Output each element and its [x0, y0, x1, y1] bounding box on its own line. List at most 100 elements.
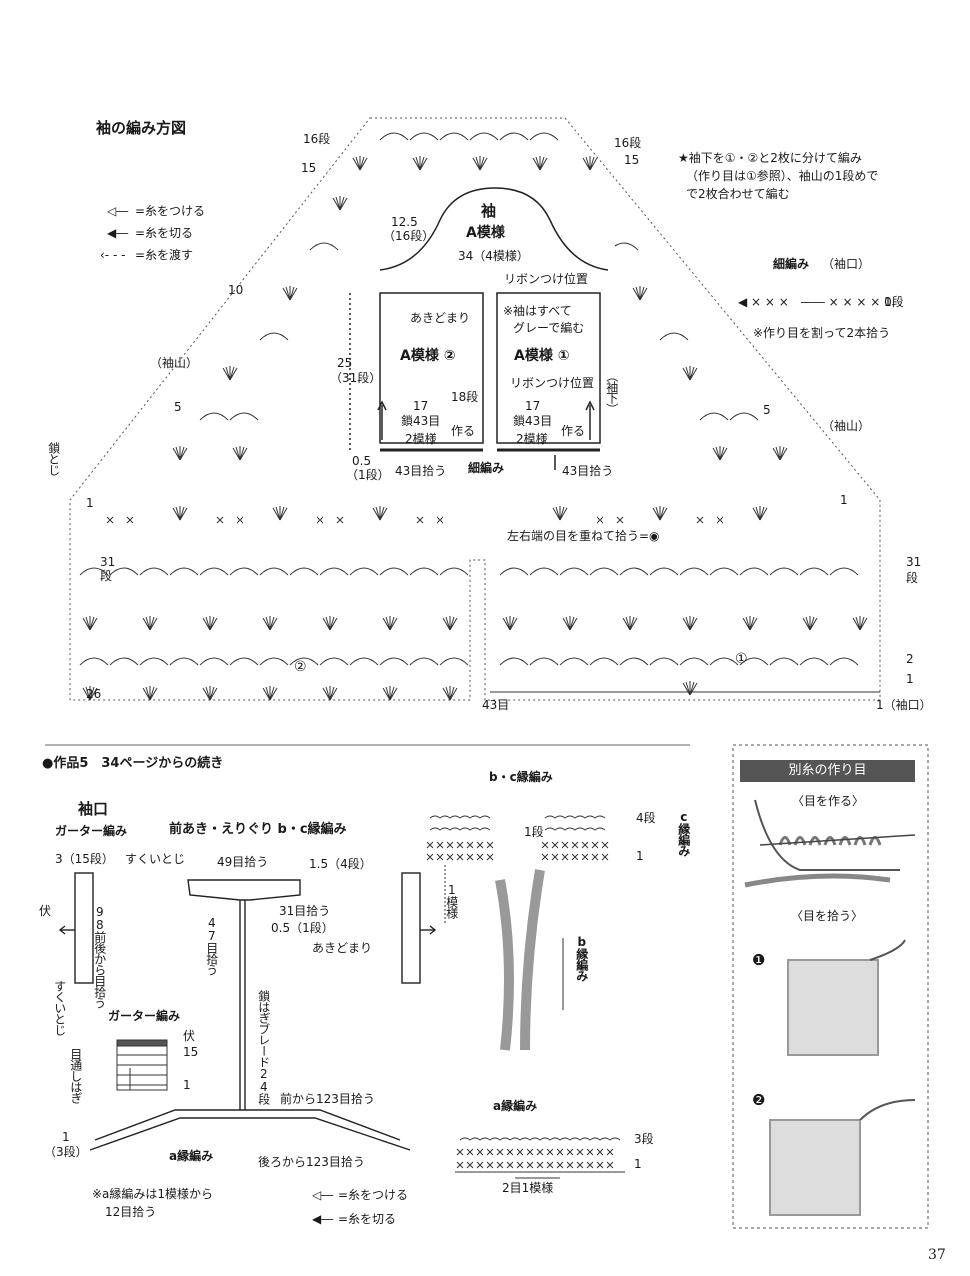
schematic-length: 25 — [337, 356, 353, 370]
neck-pick47: 47目拾う — [204, 916, 219, 975]
garter-chart — [116, 1039, 168, 1091]
edge-sc-note: ※作り目を割って2本拾う — [753, 326, 891, 340]
row-label-right-5: 5 — [763, 403, 771, 417]
cuff-garter: ガーター編み — [55, 824, 128, 838]
garter-bind: 伏 — [183, 1029, 196, 1043]
garter-r15: 15 — [183, 1045, 199, 1059]
legend2-attach-label: =糸をつける — [338, 1188, 409, 1202]
schematic-opening-end: あきどまり — [410, 311, 471, 325]
sleeve-stitch-pattern — [79, 132, 880, 701]
cuff-pick98: 98前後から目拾う — [92, 905, 107, 1008]
note-a1: ※a縁編みは1模様から — [92, 1187, 214, 1201]
legend-carry-icon: ‹- - - — [100, 248, 126, 262]
left-row1-sub: （3段） — [44, 1145, 88, 1159]
neck-braid: 鎖はぎブレード24段 — [256, 990, 271, 1104]
garter-r1: 1 — [183, 1078, 191, 1092]
legend-cut-icon: ◀― — [107, 226, 129, 240]
provisional-make: 〈目を作る〉 — [792, 794, 865, 808]
legend-attach-label: =糸をつける — [135, 204, 206, 218]
note-line-1: ★袖下を①・②と2枚に分けて編み — [678, 151, 862, 165]
provisional-title: 別糸の作り目 — [740, 760, 915, 782]
schematic-length-rows: （31段） — [330, 371, 382, 385]
schematic-cap-rows: （16段） — [383, 229, 435, 243]
provisional-step2: ❷ — [752, 1091, 766, 1109]
chain-join-label: 鎖とじ — [46, 442, 61, 475]
schematic-pick43a: 43目拾う — [395, 464, 447, 478]
row-label-right-1b: 1 — [906, 672, 914, 686]
schematic-make-a: 作る — [451, 424, 476, 438]
schematic-cap-cm: 12.5 — [391, 215, 418, 229]
legend-attach-icon: ◁― — [107, 204, 129, 218]
a-edge-title: a縁編み — [493, 1099, 538, 1113]
schematic-rep2a: 2模様 — [405, 432, 437, 446]
edge-sc-title: 細編み — [773, 257, 810, 271]
bc-edging-chart — [426, 815, 609, 1051]
row-label-left-15: 15 — [301, 161, 317, 175]
legend-cut-label: =糸を切る — [135, 226, 194, 240]
front-opening-title: 前あき・えりぐり b・c縁編み — [169, 822, 347, 837]
bc-b-label: b縁編み — [574, 935, 589, 981]
schematic-hem-rows: （1段） — [346, 468, 390, 482]
cuff-rows3: 3（15段） — [55, 852, 114, 866]
panel-mark-1: ① — [735, 651, 748, 667]
cuff-sukui2: すくいとじ — [52, 980, 67, 1035]
cuff-sukui: すくいとじ — [125, 852, 186, 866]
schematic-ribbon-side: リボンつけ位置 — [510, 376, 595, 390]
schematic-w17a: 17 — [413, 399, 429, 413]
left-row1: 1 — [62, 1130, 70, 1144]
schematic-panel-1: A模様 ① — [514, 348, 570, 364]
schematic-pattern: A模様 — [466, 225, 505, 241]
overlap-note: 左右端の目を重ねて拾う=◉ — [507, 529, 660, 543]
schematic-cap-width: 34（4模様） — [458, 249, 529, 263]
provisional-illustrations — [744, 799, 916, 1216]
schematic-name: 袖 — [481, 202, 497, 220]
cuff-title: 袖口 — [78, 800, 109, 818]
panel-mark-2: ② — [294, 659, 307, 675]
cuff-bind: 伏 — [39, 904, 52, 918]
neck-w15: 1.5（4段） — [309, 857, 372, 871]
schematic-underarm: （袖下） — [604, 370, 619, 414]
bc-row1b: 1段 — [524, 825, 544, 839]
sleeve-cap-left-label: （袖山） — [150, 356, 199, 370]
schematic-w17b: 17 — [525, 399, 541, 413]
note-a2: 12目拾う — [105, 1205, 157, 1219]
legend2-attach-icon: ◁― — [312, 1188, 334, 1202]
sleeve-chart-outline — [69, 117, 881, 701]
row-label-left-1: 1 — [86, 496, 94, 510]
neck-pick31: 31目拾う — [279, 904, 331, 918]
schematic-grey-1: ※袖はすべて — [503, 304, 572, 318]
schematic-grey-2: グレーで編む — [513, 321, 585, 335]
note-line-3: で2枚合わせて編む — [686, 187, 790, 201]
bc-row1: 1 — [636, 849, 644, 863]
legend2-cut-icon: ◀― — [312, 1212, 334, 1226]
sleeve-schematic — [349, 187, 609, 470]
back-pick123: 後ろから123目拾う — [258, 1155, 365, 1169]
a-edge-row3: 3段 — [634, 1132, 654, 1146]
a-edge-rep: 2目1模様 — [502, 1181, 554, 1195]
neck-pick49: 49目拾う — [217, 855, 269, 869]
a-edge-label: a縁編み — [169, 1149, 214, 1163]
row-label-left-10: 10 — [228, 283, 244, 297]
schematic-pick43b: 43目拾う — [562, 464, 614, 478]
provisional-step1: ❶ — [752, 951, 766, 969]
section-heading: ●作品5 34ページからの続き — [42, 756, 224, 771]
schematic-chain43b: 鎖43目 — [513, 414, 553, 428]
schematic-hem: 0.5 — [352, 454, 372, 468]
edge-sc-subtitle: （袖口） — [822, 257, 871, 271]
row-label-left-31: 31 — [100, 555, 116, 569]
schematic-background — [375, 185, 615, 475]
a-edge-row1: 1 — [634, 1157, 642, 1171]
edge-sc-row: 1段 — [884, 295, 904, 309]
edge-sc-stitches: ◀ × × × ―― × × × × 0 — [738, 295, 892, 309]
a-edging-chart — [455, 1137, 625, 1179]
row-label-left-5: 5 — [174, 400, 182, 414]
schematic-make-b: 作る — [561, 424, 586, 438]
row-label-left-16: 16段 — [303, 132, 331, 146]
page-number: 37 — [928, 1247, 946, 1263]
schematic-ribbon-top: リボンつけ位置 — [504, 272, 589, 286]
schematic-rows18: 18段 — [451, 390, 479, 404]
neck-w05: 0.5（1段） — [271, 921, 334, 935]
schematic-chain43a: 鎖43目 — [401, 414, 441, 428]
legend-carry-label: =糸を渡す — [135, 248, 194, 262]
